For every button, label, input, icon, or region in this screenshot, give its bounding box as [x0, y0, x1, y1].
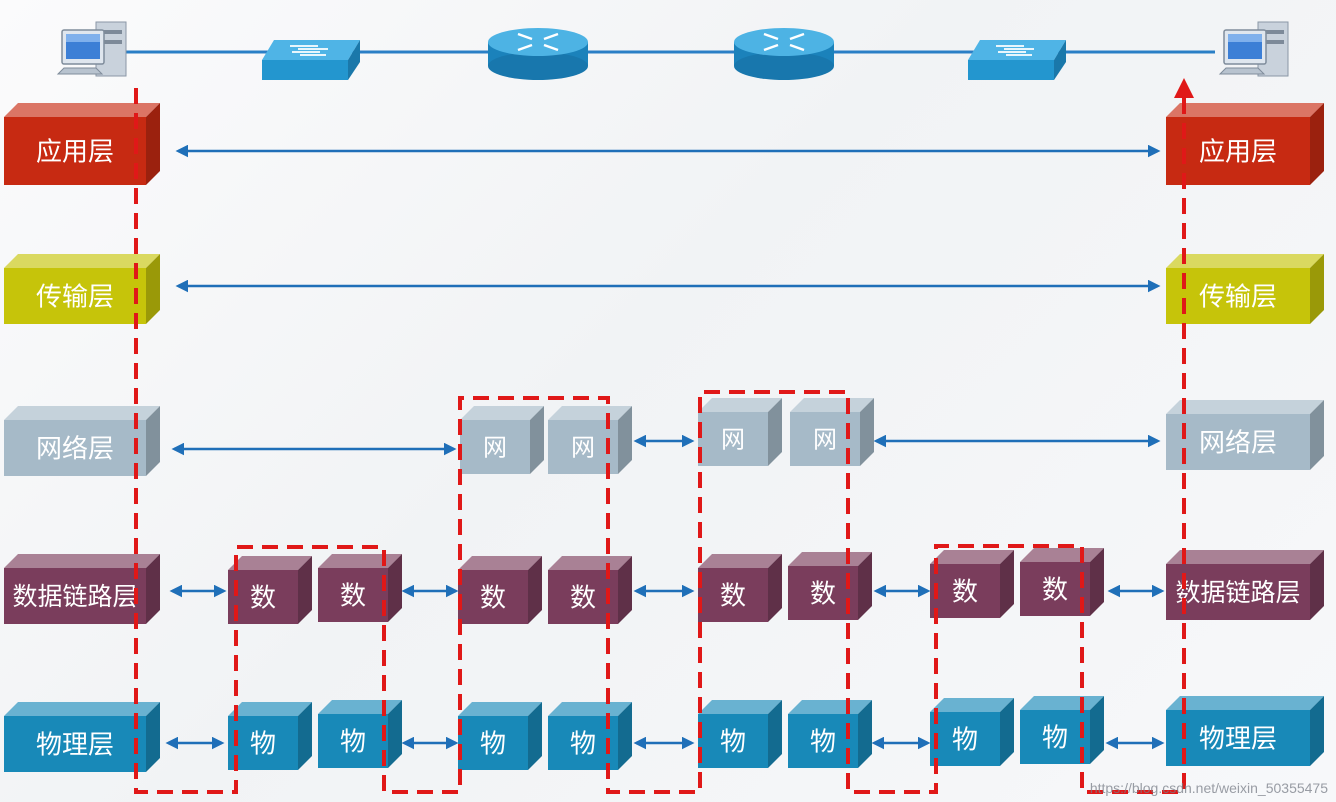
router1-datalink-b: 数: [548, 556, 632, 624]
router1-network-b: 网: [548, 406, 632, 474]
router2-physical-a: 物: [698, 700, 782, 768]
network-layer-left: 网络层: [4, 406, 160, 476]
switch2-physical-a: 物: [930, 698, 1014, 766]
application-layer-left-label: 应用层: [36, 137, 114, 167]
transport-layer-left-label: 传输层: [36, 282, 114, 312]
data-flow-path: [134, 78, 1194, 794]
router2-datalink-a-label: 数: [720, 581, 746, 611]
router1-datalink-b-label: 数: [570, 583, 596, 613]
switch2-datalink-a-label: 数: [952, 577, 978, 607]
physical-layer-right-label: 物理层: [1199, 724, 1277, 754]
physical-layer-left-label: 物理层: [36, 730, 114, 760]
router2-network-a: 网: [698, 398, 782, 466]
router1-datalink-a-label: 数: [480, 583, 506, 613]
datalink-layer-right-label: 数据链路层: [1175, 578, 1300, 607]
router2-network-a-label: 网: [721, 426, 745, 454]
router1-network-b-label: 网: [571, 434, 595, 462]
switch2-datalink-b-label: 数: [1042, 575, 1068, 605]
router1-datalink-a: 数: [458, 556, 542, 624]
watermark: https://blog.csdn.net/weixin_50355475: [1089, 780, 1328, 796]
router1-physical-a: 物: [458, 702, 542, 770]
router1-physical-b: 物: [548, 702, 632, 770]
switch1-physical-b: 物: [318, 700, 402, 768]
router2-physical-b-label: 物: [810, 727, 836, 757]
router1-physical-b-label: 物: [570, 729, 596, 759]
router2-network-b-label: 网: [813, 426, 837, 454]
router2-network-b: 网: [790, 398, 874, 466]
router-right: [734, 28, 834, 80]
router2-physical-a-label: 物: [720, 727, 746, 757]
switch2-datalink-b: 数: [1020, 548, 1104, 616]
switch-right: [968, 40, 1066, 80]
application-layer-right: 应用层: [1166, 103, 1324, 185]
transport-layer-left: 传输层: [4, 254, 160, 324]
switch1-datalink-a-label: 数: [250, 583, 276, 613]
datalink-layer-left-label: 数据链路层: [12, 582, 137, 611]
network-layer-left-label: 网络层: [36, 434, 114, 464]
switch1-physical-b-label: 物: [340, 727, 366, 757]
network-layer-right-label: 网络层: [1199, 428, 1277, 458]
physical-layer-right: 物理层: [1166, 696, 1324, 766]
switch2-physical-b: 物: [1020, 696, 1104, 764]
switch2-physical-b-label: 物: [1042, 723, 1068, 753]
router1-physical-a-label: 物: [480, 729, 506, 759]
router2-physical-b: 物: [788, 700, 872, 768]
switch1-datalink-b-label: 数: [340, 581, 366, 611]
transport-layer-right-label: 传输层: [1199, 282, 1277, 312]
switch-left: [262, 40, 360, 80]
router-left: [488, 28, 588, 80]
router1-network-a-label: 网: [483, 434, 507, 462]
datalink-layer-right: 数据链路层: [1166, 550, 1324, 620]
transport-layer-right: 传输层: [1166, 254, 1324, 324]
router2-datalink-b-label: 数: [810, 579, 836, 609]
switch1-physical-a: 物: [228, 702, 312, 770]
application-layer-left: 应用层: [4, 103, 160, 185]
datalink-layer-left: 数据链路层: [4, 554, 160, 624]
physical-layer-left: 物理层: [4, 702, 160, 772]
switch2-datalink-a: 数: [930, 550, 1014, 618]
network-layer-right: 网络层: [1166, 400, 1324, 470]
switch1-datalink-b: 数: [318, 554, 402, 622]
router2-datalink-b: 数: [788, 552, 872, 620]
host-computer-right: [1218, 21, 1289, 77]
router2-datalink-a: 数: [698, 554, 782, 622]
switch1-datalink-a: 数: [228, 556, 312, 624]
application-layer-right-label: 应用层: [1199, 137, 1277, 167]
router1-network-a: 网: [460, 406, 544, 474]
switch1-physical-a-label: 物: [250, 729, 276, 759]
host-computer-left: [56, 21, 127, 77]
switch2-physical-a-label: 物: [952, 725, 978, 755]
